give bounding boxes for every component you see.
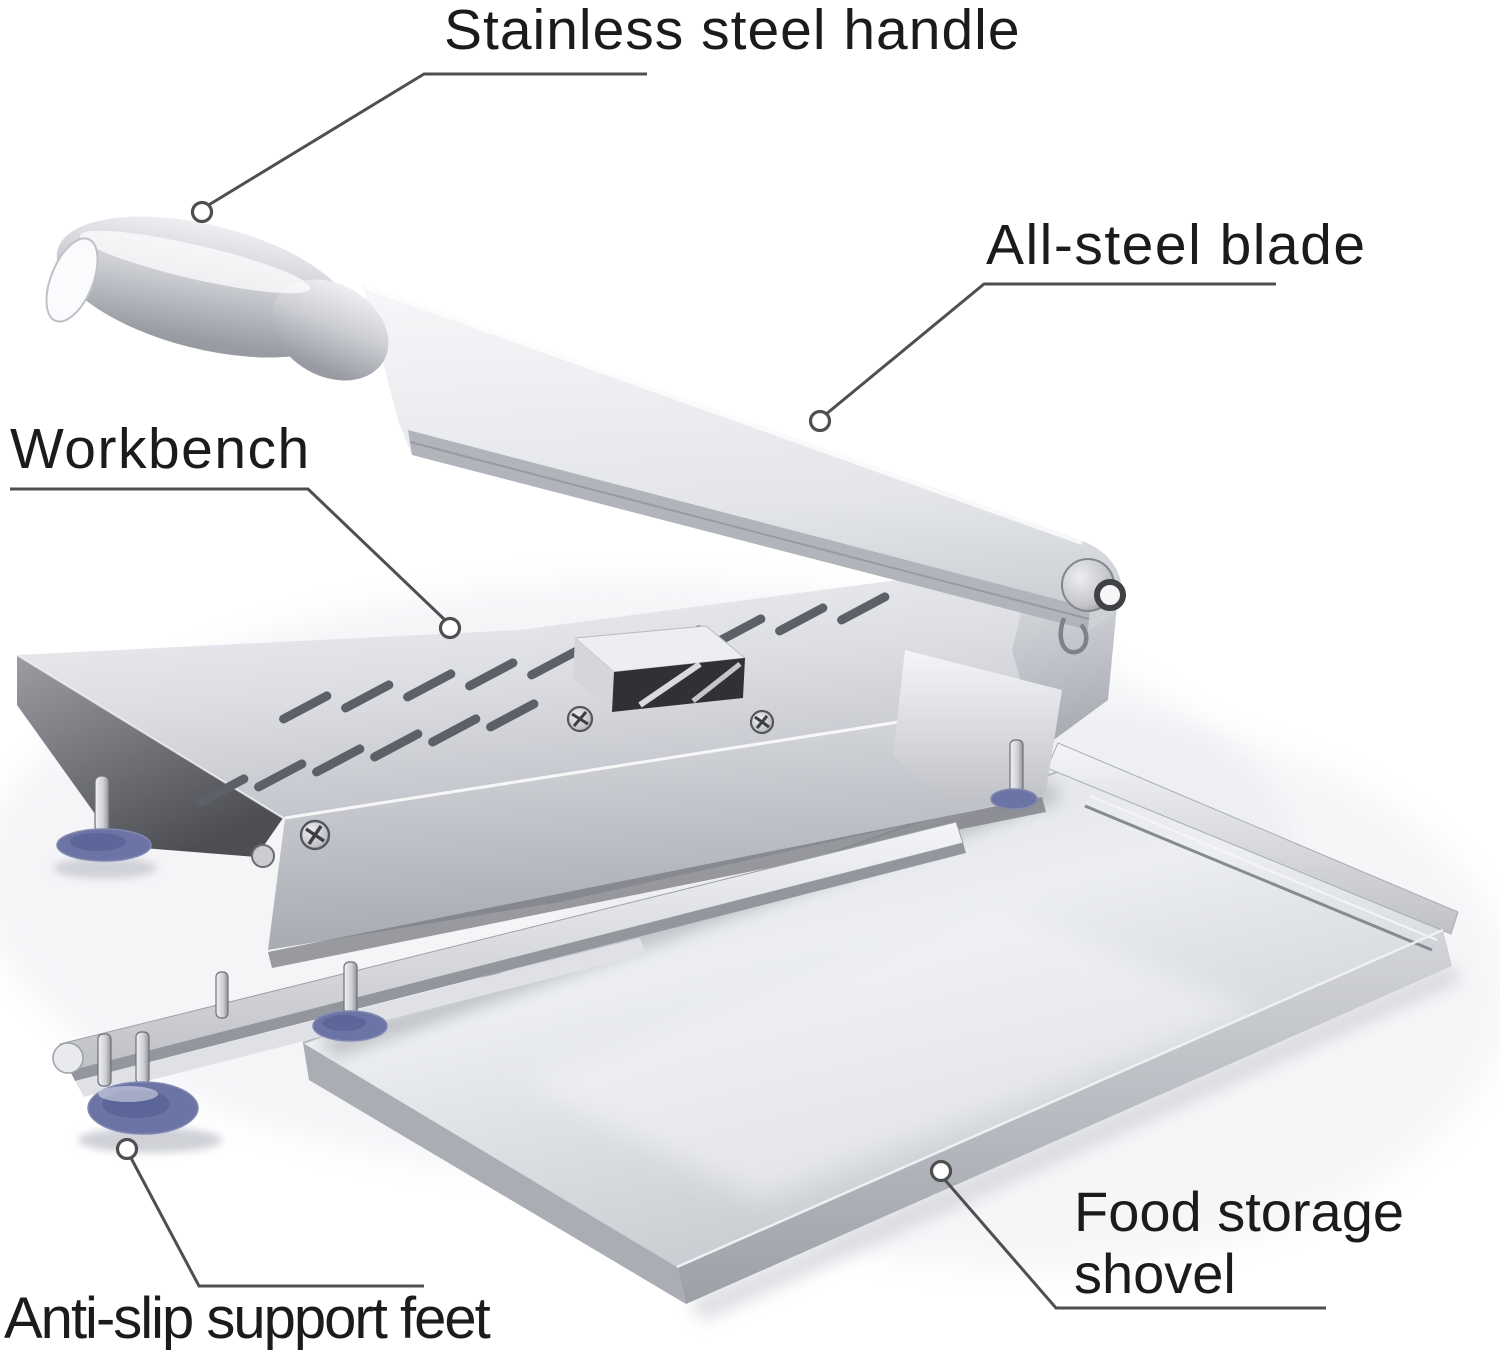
callout-blade bbox=[808, 282, 1276, 433]
slot bbox=[486, 699, 539, 732]
callout-dot-workbench bbox=[438, 616, 462, 640]
leader-line-shovel bbox=[943, 1179, 1326, 1310]
rail-pin bbox=[135, 1031, 150, 1085]
rail-end-cap bbox=[52, 1042, 84, 1074]
right-suction-cup bbox=[990, 788, 1038, 810]
slot bbox=[341, 680, 394, 713]
slot bbox=[254, 759, 307, 792]
slot bbox=[837, 592, 890, 625]
tray-groove-highlight bbox=[1089, 795, 1438, 941]
slot bbox=[527, 647, 580, 680]
tray-front-edge-highlight bbox=[676, 928, 1444, 1269]
slot bbox=[775, 603, 828, 636]
rail-pin bbox=[215, 971, 229, 1019]
front-screw-cross bbox=[305, 825, 325, 845]
leader-line-feet bbox=[129, 1157, 424, 1288]
rail-pin bbox=[97, 1033, 112, 1087]
callout-dot-feet bbox=[115, 1137, 139, 1161]
fasteners bbox=[251, 705, 775, 868]
slot bbox=[279, 691, 332, 724]
workbench-front-face bbox=[268, 697, 1058, 950]
label-food-storage-shovel: Food storage shovel bbox=[1074, 1180, 1404, 1306]
slot bbox=[428, 714, 481, 747]
pusher-inner-edge bbox=[638, 661, 702, 708]
slot bbox=[196, 774, 249, 807]
callout-dot-blade bbox=[808, 409, 832, 433]
pusher-inner-edge bbox=[691, 662, 742, 703]
callout-workbench bbox=[10, 487, 462, 640]
rear-left-suction-cup-shade bbox=[70, 833, 126, 851]
tray-front-face bbox=[677, 930, 1452, 1304]
front-left-suction-cup-highlight bbox=[98, 1086, 158, 1102]
blade bbox=[363, 284, 1122, 630]
hinge-hook bbox=[1058, 617, 1089, 655]
leader-line-workbench bbox=[10, 487, 448, 623]
callout-dot-handle bbox=[190, 200, 214, 224]
foot-shadow bbox=[78, 1127, 222, 1153]
workbench-slots-front bbox=[196, 699, 539, 807]
slot bbox=[465, 658, 518, 691]
right-foot-pin bbox=[1009, 739, 1024, 793]
mid-suction-cup-shade bbox=[322, 1015, 366, 1031]
blade-spine-highlight bbox=[364, 285, 1083, 545]
leader-line-handle bbox=[206, 72, 647, 208]
mid-foot-pin bbox=[343, 961, 358, 1015]
tray-left-face bbox=[303, 1043, 686, 1304]
tray-sheen bbox=[520, 905, 1260, 1200]
workbench-slots-rear bbox=[279, 592, 890, 724]
workbench-left-edge-highlight bbox=[16, 654, 284, 819]
slot bbox=[403, 669, 456, 702]
rear-left-suction-cup bbox=[56, 828, 152, 862]
top-screw-left-cross bbox=[571, 711, 589, 727]
hex-bolt bbox=[251, 844, 275, 868]
workbench-left-leg bbox=[17, 655, 283, 857]
front-face-shadow-line bbox=[268, 797, 1046, 968]
slot bbox=[370, 729, 423, 762]
front-left-suction-cup-shade bbox=[102, 1090, 170, 1118]
label-anti-slip-support-feet: Anti-slip support feet bbox=[4, 1286, 491, 1351]
mid-suction-cup bbox=[312, 1010, 388, 1042]
callout-shovel bbox=[929, 1159, 1326, 1310]
hinge bbox=[1058, 558, 1126, 655]
tray-shadow bbox=[690, 962, 1462, 1322]
tray-groove bbox=[1084, 804, 1433, 952]
handle-neck bbox=[271, 279, 389, 381]
handle-highlight bbox=[79, 230, 311, 294]
slot bbox=[713, 614, 766, 647]
base-and-feet bbox=[52, 821, 966, 1153]
leader-line-blade bbox=[824, 282, 1276, 417]
handle-end-cap bbox=[45, 237, 99, 323]
workbench-top bbox=[17, 560, 1068, 818]
pusher-left-face bbox=[573, 638, 614, 712]
foot-shadow bbox=[53, 857, 157, 879]
workbench bbox=[16, 558, 1118, 968]
label-all-steel-blade: All-steel blade bbox=[986, 213, 1367, 277]
slot bbox=[312, 744, 365, 777]
label-workbench: Workbench bbox=[10, 417, 311, 481]
callout-feet bbox=[115, 1137, 424, 1288]
callouts bbox=[10, 72, 1326, 1310]
blade-and-handle bbox=[45, 216, 1122, 630]
label-stainless-steel-handle: Stainless steel handle bbox=[444, 0, 1021, 62]
hinge-pin-ring bbox=[1094, 579, 1126, 611]
base-rail-shadow-line bbox=[70, 843, 966, 1081]
callout-handle bbox=[190, 72, 647, 224]
rear-left-foot-pin bbox=[94, 775, 110, 833]
top-screw-right-cross bbox=[754, 715, 770, 729]
tray-lip bbox=[1046, 742, 1459, 935]
pusher-block bbox=[573, 625, 747, 712]
blade-bevel-line bbox=[409, 441, 1090, 620]
callout-dot-shovel bbox=[929, 1159, 953, 1183]
